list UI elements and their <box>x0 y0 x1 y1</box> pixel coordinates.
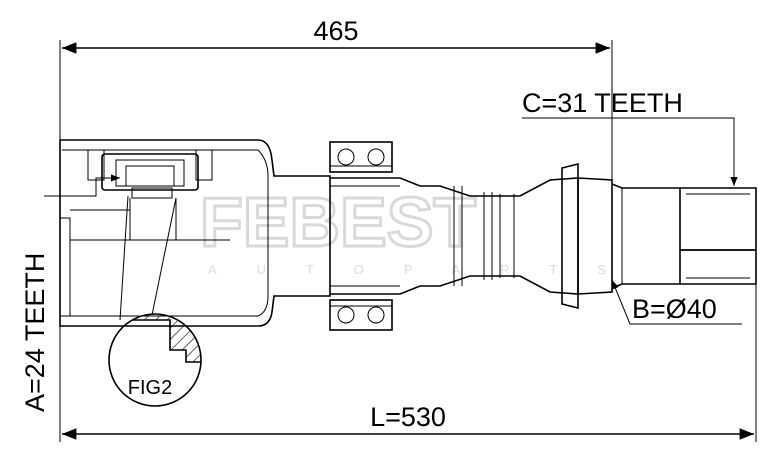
dimension-465: 465 <box>59 16 613 180</box>
watermark-sub: AUTOPARTS <box>208 262 646 277</box>
watermark-brand: FEBEST <box>200 183 476 261</box>
fig2-label: FIG2 <box>128 377 172 399</box>
top-length-label: 465 <box>313 16 358 46</box>
total-length-label: L=530 <box>370 402 446 432</box>
joint-housing <box>59 139 331 327</box>
inner-spline-label: A=24 TEETH <box>20 253 50 412</box>
outer-spline-label: C=31 TEETH <box>522 88 683 118</box>
diameter-label: B=Ø40 <box>632 294 717 324</box>
inner-spline-callout: A=24 TEETH <box>20 174 120 412</box>
shaft-body <box>329 141 757 331</box>
fig2-detail: FIG2 <box>108 195 202 407</box>
diameter-callout: B=Ø40 <box>611 279 742 325</box>
outer-spline-callout: C=31 TEETH <box>522 88 738 186</box>
watermark: FEBEST AUTOPARTS <box>199 182 646 278</box>
dimension-530: L=530 <box>59 250 757 442</box>
